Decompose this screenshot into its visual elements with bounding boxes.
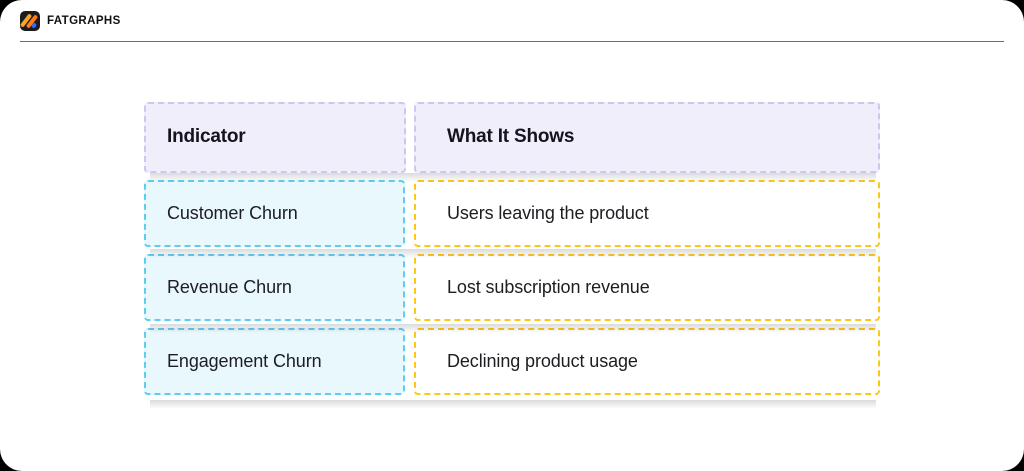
- what-it-shows-label: Lost subscription revenue: [447, 277, 650, 298]
- brand-name: FATGRAPHS: [47, 15, 121, 27]
- column-header-what-it-shows-label: What It Shows: [447, 126, 575, 148]
- indicator-cell: Revenue Churn: [144, 254, 405, 321]
- indicator-cell: Customer Churn: [144, 180, 405, 247]
- indicator-label: Engagement Churn: [167, 351, 322, 372]
- indicator-label: Customer Churn: [167, 203, 298, 224]
- column-header-what-it-shows: What It Shows: [414, 102, 880, 173]
- indicator-table: Indicator What It Shows Customer Churn U…: [144, 102, 880, 395]
- column-header-indicator: Indicator: [144, 102, 406, 173]
- brand-bar: FATGRAPHS: [20, 11, 121, 31]
- column-header-indicator-label: Indicator: [167, 126, 246, 148]
- fatgraphs-logo-icon: [20, 11, 40, 31]
- table-row: Engagement Churn Declining product usage: [144, 328, 880, 395]
- header-divider: [20, 41, 1004, 42]
- indicator-cell: Engagement Churn: [144, 328, 405, 395]
- what-it-shows-cell: Users leaving the product: [414, 180, 880, 247]
- table-header-row: Indicator What It Shows: [144, 102, 880, 173]
- what-it-shows-cell: Lost subscription revenue: [414, 254, 880, 321]
- what-it-shows-label: Users leaving the product: [447, 203, 649, 224]
- table-row: Customer Churn Users leaving the product: [144, 180, 880, 247]
- indicator-label: Revenue Churn: [167, 277, 292, 298]
- row-shadow: [150, 400, 876, 409]
- what-it-shows-cell: Declining product usage: [414, 328, 880, 395]
- table-row: Revenue Churn Lost subscription revenue: [144, 254, 880, 321]
- what-it-shows-label: Declining product usage: [447, 351, 638, 372]
